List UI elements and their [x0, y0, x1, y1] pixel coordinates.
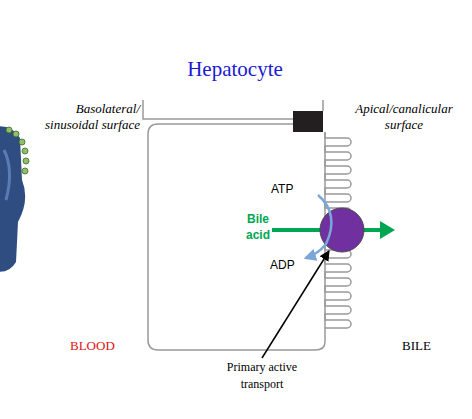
atp-hydrolysis-arrow: [306, 195, 331, 258]
vessel-cell: [19, 139, 25, 145]
surface-label: Apical/canalicular surface: [336, 101, 472, 134]
transporter-pump: [320, 208, 364, 252]
diagram-title: Hepatocyte: [135, 56, 335, 82]
vessel-cell: [6, 127, 12, 133]
molecule-label: ATP: [271, 182, 311, 197]
bile-acid-label: Bile acid: [236, 211, 280, 243]
vessel-highlight: [4, 150, 10, 200]
tight-junction: [293, 111, 323, 132]
vessel-cell: [22, 168, 28, 174]
compartment-label: BILE: [402, 338, 462, 354]
bile-acid-arrowhead: [380, 221, 395, 239]
callout-arrow: [262, 251, 329, 358]
callout-label: Primary active transport: [210, 359, 314, 394]
adjacent-membrane: [143, 100, 295, 119]
compartment-label: BLOOD: [70, 338, 140, 354]
cell-membrane: [148, 124, 325, 350]
vessel-cell: [13, 131, 19, 137]
vessel-cell: [22, 148, 28, 154]
molecule-label: ADP: [270, 258, 310, 273]
adjacent-membrane: [322, 100, 324, 111]
surface-label: Basolateral/ sinusoidal surface: [36, 101, 140, 134]
sinusoid-vessel: [0, 126, 25, 271]
vessel-cell: [23, 158, 29, 164]
vessel-cells: [6, 127, 29, 174]
